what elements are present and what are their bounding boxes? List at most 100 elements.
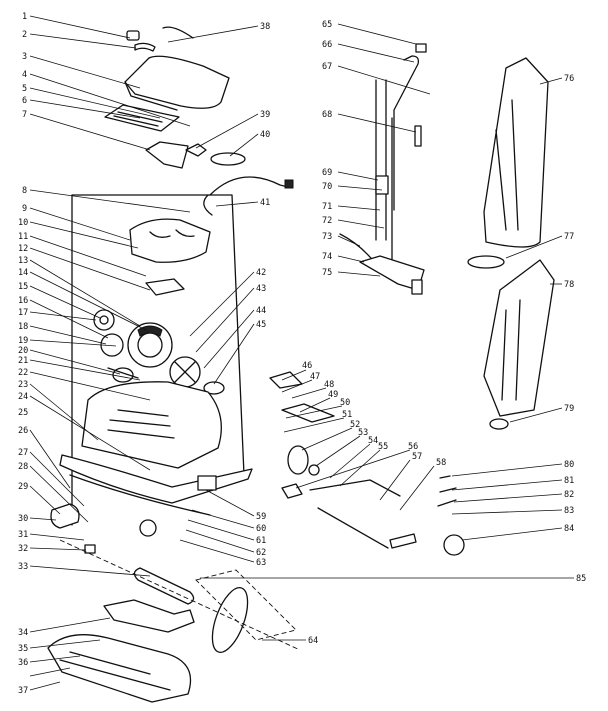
callout-9: 9 (22, 204, 27, 214)
callout-21: 21 (18, 356, 28, 366)
callout-75: 75 (322, 268, 332, 278)
callout-13: 13 (18, 256, 28, 266)
callout-84: 84 (564, 524, 574, 534)
callout-10: 10 (18, 218, 28, 228)
callout-23: 23 (18, 380, 28, 390)
bottom-plate (47, 634, 192, 703)
small-parts (269, 371, 465, 556)
callout-25: 25 (18, 408, 28, 418)
callout-81: 81 (564, 476, 574, 486)
callout-72: 72 (322, 216, 332, 226)
motor-assembly (93, 218, 225, 395)
callout-54: 54 (368, 436, 378, 446)
callout-50: 50 (340, 398, 350, 408)
callout-70: 70 (322, 182, 332, 192)
callout-15: 15 (18, 282, 28, 292)
callout-61: 61 (256, 536, 266, 546)
callout-38: 38 (260, 22, 270, 32)
callout-2: 2 (22, 30, 27, 40)
callout-59: 59 (256, 512, 266, 522)
callout-40: 40 (260, 130, 270, 140)
callout-48: 48 (324, 380, 334, 390)
callout-83: 83 (564, 506, 574, 516)
callout-35: 35 (18, 644, 28, 654)
callout-46: 46 (302, 361, 312, 371)
callout-42: 42 (256, 268, 266, 278)
callout-33: 33 (18, 562, 28, 572)
callout-27: 27 (18, 448, 28, 458)
callout-57: 57 (412, 452, 422, 462)
callout-36: 36 (18, 658, 28, 668)
callout-8: 8 (22, 186, 27, 196)
callout-41: 41 (260, 198, 270, 208)
callout-39: 39 (260, 110, 270, 120)
callout-65: 65 (322, 20, 332, 30)
callout-52: 52 (350, 420, 360, 430)
callout-31: 31 (18, 530, 28, 540)
callout-3: 3 (22, 52, 27, 62)
callout-24: 24 (18, 392, 28, 402)
small-parts-callouts: 46 47 48 49 50 51 52 53 54 55 56 57 58 8… (302, 361, 574, 534)
callout-16: 16 (18, 296, 28, 306)
callout-32: 32 (18, 544, 28, 554)
left-callouts: 1 2 3 4 5 6 7 8 9 10 11 12 13 14 15 16 1… (18, 12, 28, 696)
callout-76: 76 (564, 74, 574, 84)
callout-47: 47 (310, 372, 320, 382)
callout-11: 11 (18, 232, 28, 242)
callout-17: 17 (18, 308, 28, 318)
callout-6: 6 (22, 96, 27, 106)
callout-26: 26 (18, 426, 28, 436)
callout-82: 82 (564, 490, 574, 500)
dust-bag (467, 57, 555, 430)
callout-44: 44 (256, 306, 266, 316)
callout-5: 5 (22, 84, 27, 94)
base-housing (50, 381, 253, 554)
right-callouts: 38 39 40 41 42 43 44 45 59 60 61 62 63 8… (256, 22, 586, 646)
top-cover (104, 26, 294, 216)
callout-63: 63 (256, 558, 266, 568)
callout-12: 12 (18, 244, 28, 254)
callout-7: 7 (22, 110, 27, 120)
leader-lines (29, 15, 574, 691)
callout-79: 79 (564, 404, 574, 414)
callout-14: 14 (18, 268, 28, 278)
callout-19: 19 (18, 336, 28, 346)
callout-1: 1 (22, 12, 27, 22)
brush-roll (59, 539, 301, 653)
callout-77: 77 (564, 232, 574, 242)
handle-assembly (339, 43, 427, 295)
callout-37: 37 (18, 686, 28, 696)
callout-73: 73 (322, 232, 332, 242)
callout-51: 51 (342, 410, 352, 420)
callout-69: 69 (322, 168, 332, 178)
callout-4: 4 (22, 70, 27, 80)
callout-22: 22 (18, 368, 28, 378)
callout-18: 18 (18, 322, 28, 332)
callout-20: 20 (18, 346, 28, 356)
handle-callouts: 65 66 67 68 69 70 71 72 73 74 75 (322, 20, 332, 278)
callout-62: 62 (256, 548, 266, 558)
callout-80: 80 (564, 460, 574, 470)
callout-30: 30 (18, 514, 28, 524)
callout-56: 56 (408, 442, 418, 452)
callout-29: 29 (18, 482, 28, 492)
callout-66: 66 (322, 40, 332, 50)
callout-60: 60 (256, 524, 266, 534)
callout-53: 53 (358, 428, 368, 438)
callout-49: 49 (328, 390, 338, 400)
callout-67: 67 (322, 62, 332, 72)
callout-71: 71 (322, 202, 332, 212)
callout-34: 34 (18, 628, 28, 638)
callout-58: 58 (436, 458, 446, 468)
callout-74: 74 (322, 252, 332, 262)
callout-55: 55 (378, 442, 388, 452)
callout-43: 43 (256, 284, 266, 294)
callout-64: 64 (308, 636, 318, 646)
callout-78: 78 (564, 280, 574, 290)
callout-28: 28 (18, 462, 28, 472)
callout-45: 45 (256, 320, 266, 330)
callout-85: 85 (576, 574, 586, 584)
bag-callouts: 76 77 78 79 (564, 74, 574, 414)
